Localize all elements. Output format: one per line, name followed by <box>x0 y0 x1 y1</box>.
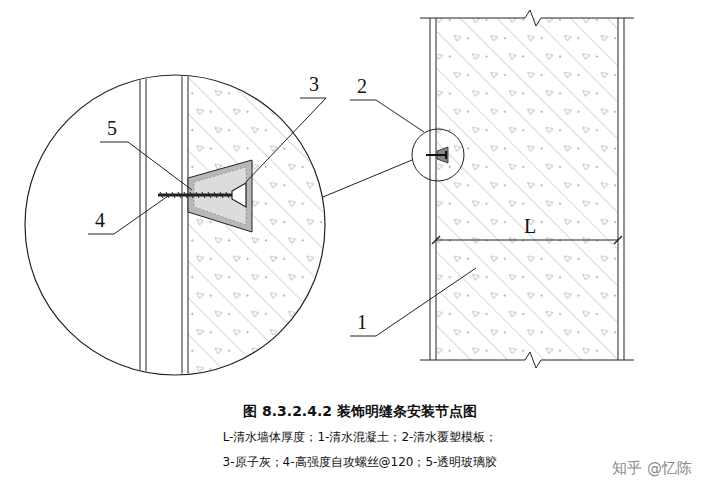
callout-number: 1 <box>357 312 367 332</box>
figure-caption: 图 8.3.2.4.2 装饰明缝条安装节点图 <box>243 403 477 421</box>
callout-number: 5 <box>107 118 117 138</box>
callout-number: 3 <box>309 74 319 94</box>
leader-line <box>323 160 412 197</box>
dimension-line <box>432 236 622 244</box>
detail-circle <box>25 60 338 400</box>
key-text: L-清水墙体厚度；1-清水混凝土；2-清水覆塑模板； <box>223 429 498 446</box>
dimension-label: L <box>524 216 536 236</box>
callout-number: 2 <box>357 76 367 96</box>
leader-lines <box>88 98 476 336</box>
wall-section <box>420 10 634 368</box>
watermark: 知乎 @忆陈 <box>612 459 692 478</box>
key-text: 3-原子灰；4-高强度自攻螺丝@120；5-透明玻璃胶 <box>223 454 498 471</box>
callout-number: 4 <box>95 210 105 230</box>
detail-marker <box>412 120 467 190</box>
